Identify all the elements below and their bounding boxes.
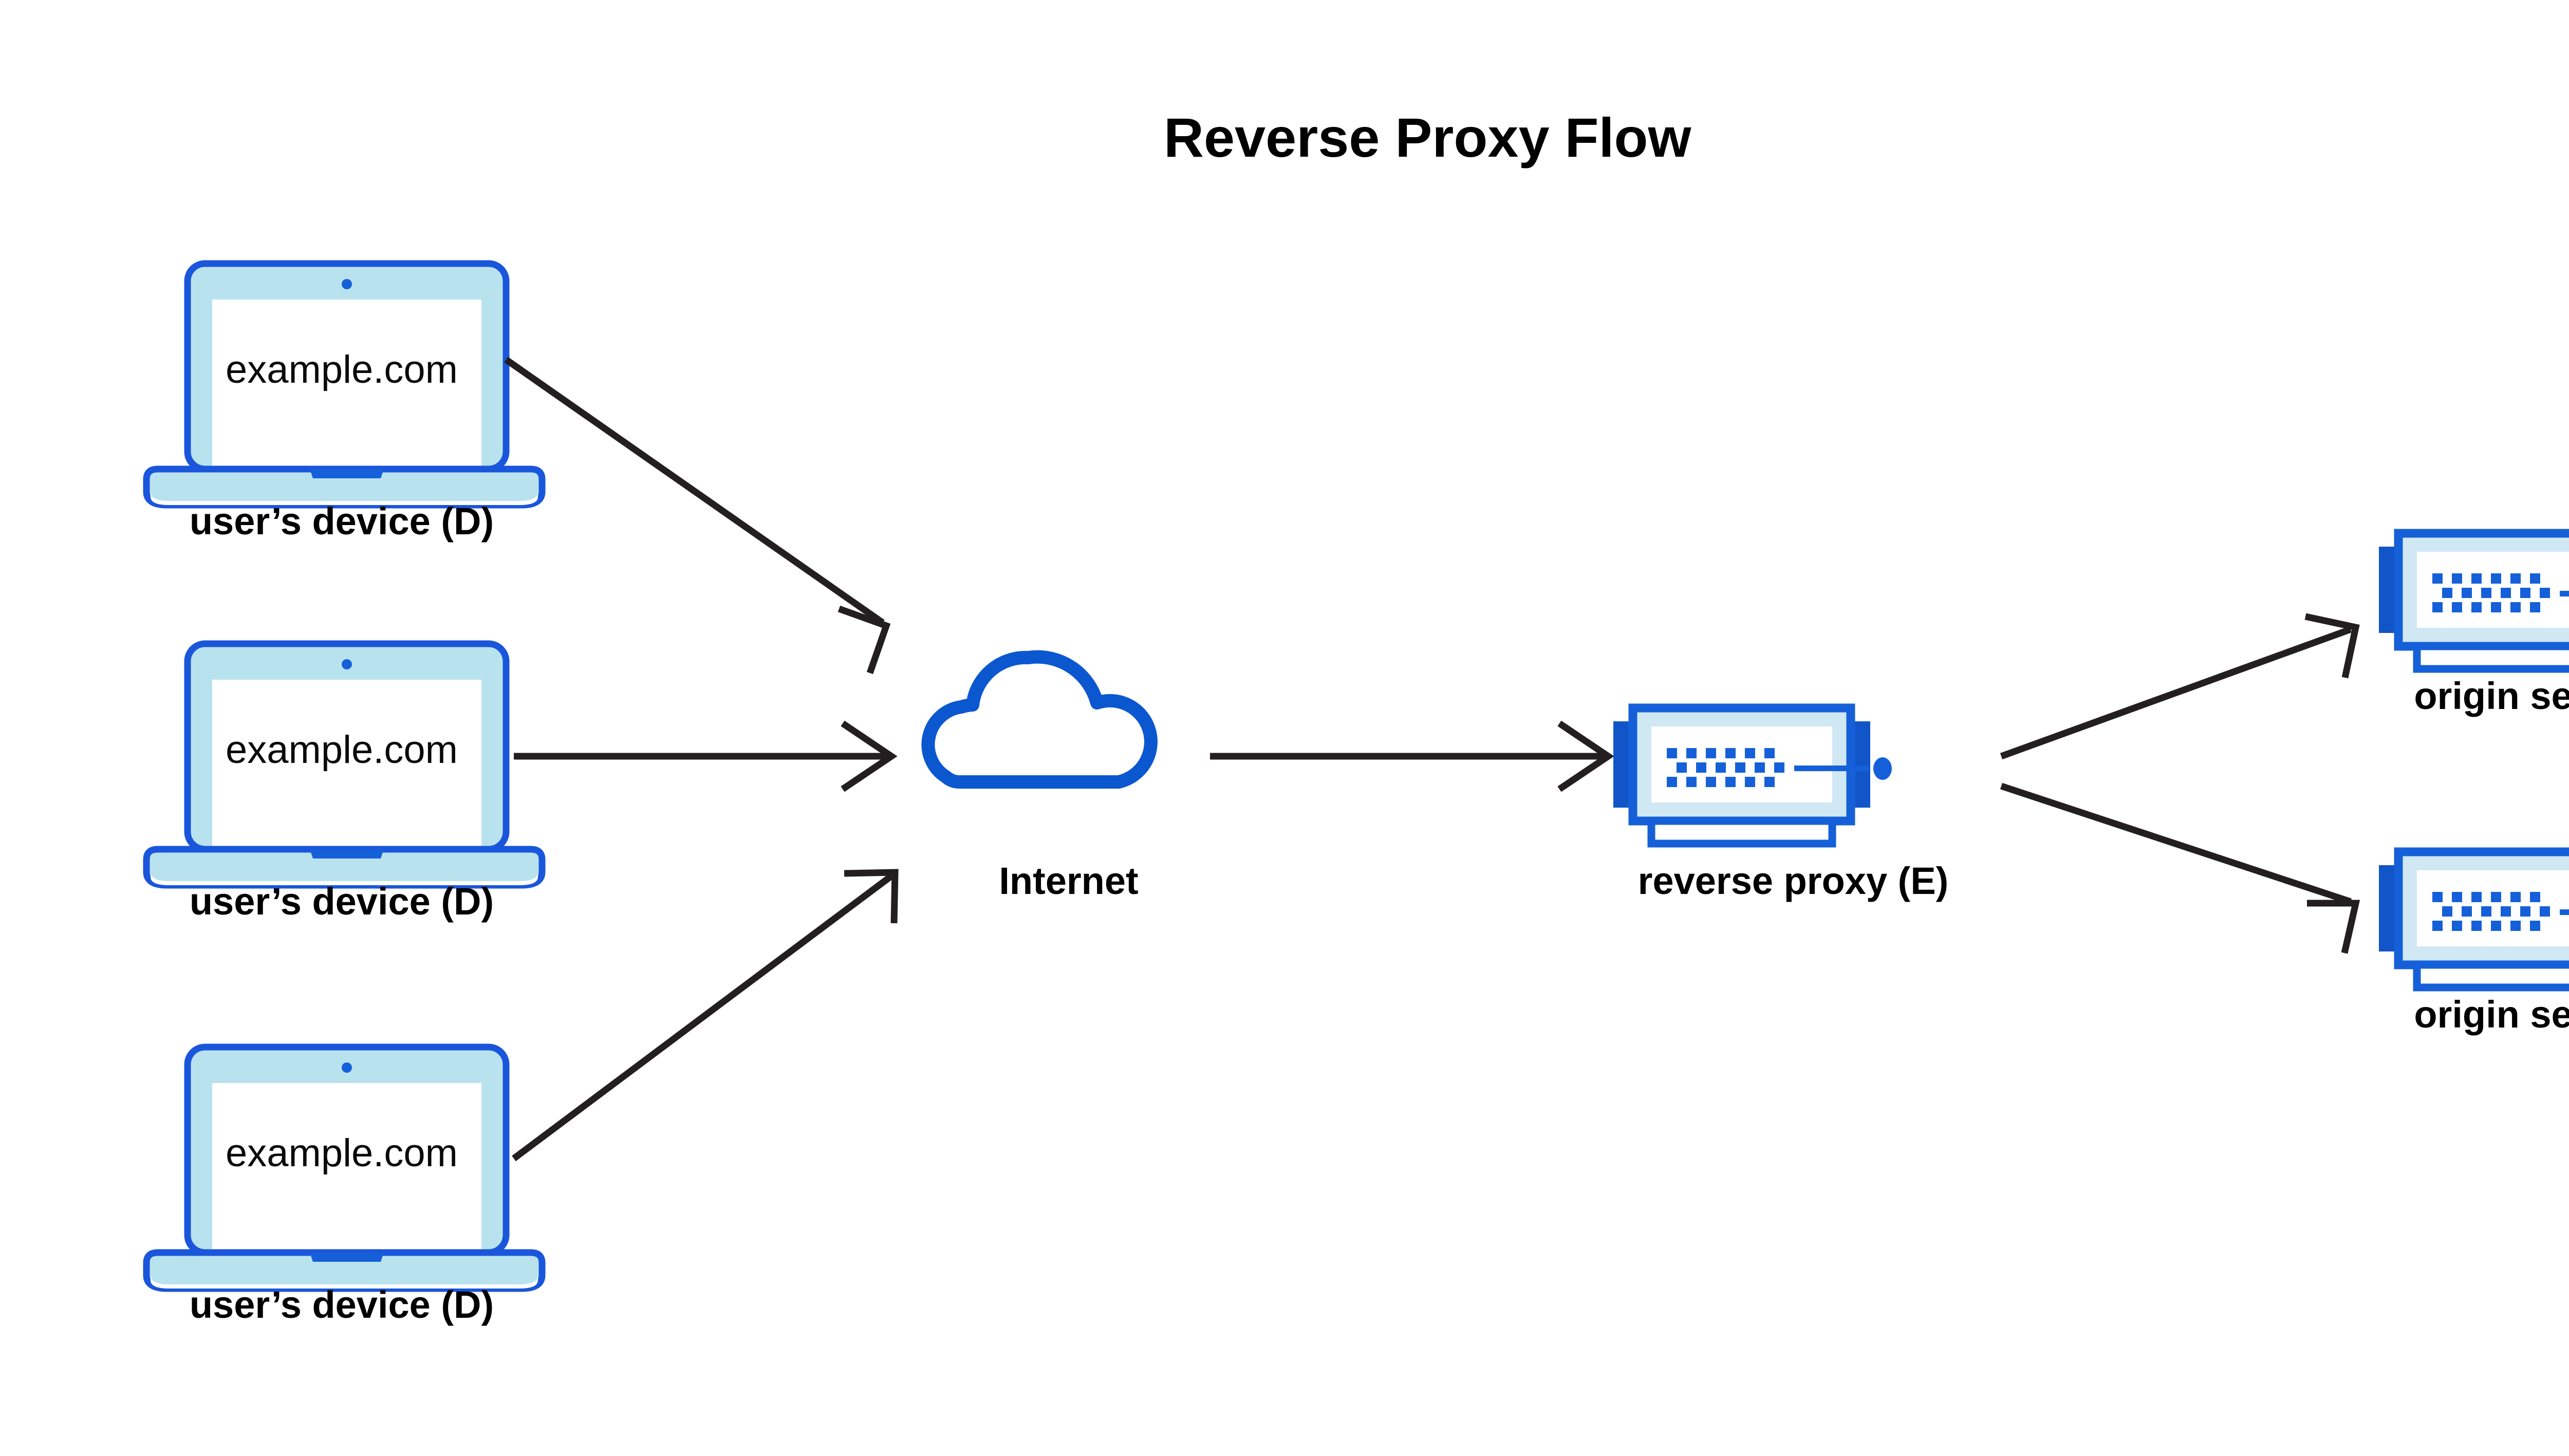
- server-icon: [2379, 852, 2569, 987]
- flow-arrow-proxy-to-origin-top: [2000, 613, 2360, 760]
- device-label: user’s device (D): [190, 880, 494, 923]
- reverse-proxy-label: reverse proxy (E): [1638, 860, 1949, 902]
- origin-server-node-bottom[interactable]: origin server (F): [2379, 852, 2569, 1036]
- flow-arrow-cloud-to-proxy: [1210, 720, 1614, 792]
- server-icon: [2379, 533, 2569, 669]
- device-label: user’s device (D): [190, 500, 494, 543]
- device-screen-text: example.com: [226, 728, 458, 772]
- flow-arrow-device-middle-to-cloud: [514, 720, 898, 792]
- device-node-middle[interactable]: example.com user’s device (D): [146, 644, 542, 923]
- device-node-top[interactable]: example.com user’s device (D): [146, 264, 542, 543]
- origin-server-node-top[interactable]: origin server (F): [2379, 533, 2569, 717]
- origin-server-label: origin server (F): [2414, 675, 2569, 717]
- internet-node[interactable]: Internet: [928, 657, 1150, 902]
- device-screen-text: example.com: [226, 1131, 458, 1175]
- device-screen-text: example.com: [226, 348, 458, 391]
- device-label: user’s device (D): [190, 1283, 494, 1326]
- server-icon: [1613, 708, 1892, 844]
- flow-arrow-device-bottom-to-cloud: [512, 869, 899, 1162]
- origin-server-label: origin server (F): [2414, 993, 2569, 1036]
- flow-arrow-device-top-to-cloud: [504, 357, 891, 675]
- device-node-bottom[interactable]: example.com user’s device (D): [146, 1047, 542, 1326]
- reverse-proxy-node[interactable]: reverse proxy (E): [1613, 708, 1948, 902]
- cloud-icon: [928, 657, 1150, 782]
- flow-arrow-proxy-to-origin-bottom: [2000, 782, 2360, 954]
- internet-label: Internet: [999, 860, 1138, 902]
- page-title: Reverse Proxy Flow: [1164, 106, 1691, 169]
